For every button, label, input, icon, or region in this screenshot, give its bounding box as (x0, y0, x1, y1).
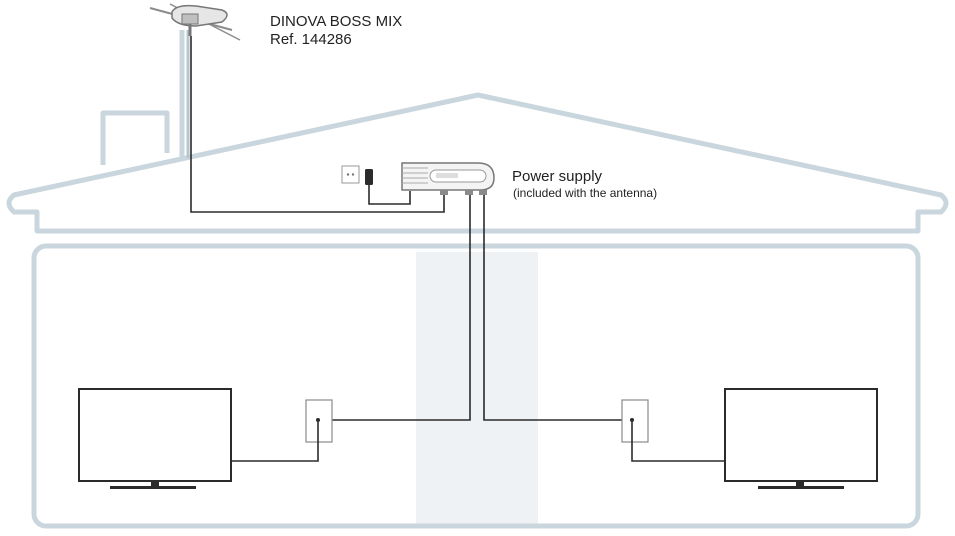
roof-outline (6, 92, 949, 234)
amplifier-unit-icon (401, 162, 495, 195)
power-adapter-icon (365, 169, 373, 185)
chimney (100, 110, 170, 165)
right-tv-outlet-icon (621, 399, 649, 443)
cable-to-left-outlet (318, 195, 471, 421)
interior-wall-column (416, 252, 538, 524)
power-supply-note-label: (included with the antenna) (513, 186, 658, 200)
cable-left-outlet-to-tv (231, 422, 319, 462)
left-tv-outlet-icon (305, 399, 333, 443)
cable-to-right-outlet (483, 195, 632, 421)
cable-right-outlet-to-tv (631, 422, 725, 462)
cable-antenna-to-amplifier (190, 36, 445, 213)
house-body-outline (31, 243, 921, 529)
power-socket-icon (341, 165, 360, 184)
product-name-label: DINOVA BOSS MIX (270, 13, 403, 30)
product-ref-label: Ref. 144286 (270, 31, 352, 48)
left-tv-icon (78, 388, 232, 489)
antenna-mast (179, 30, 190, 158)
cable-power-supply (368, 185, 411, 205)
right-tv-icon (724, 388, 878, 489)
antenna-icon (149, 3, 241, 41)
power-supply-label: Power supply (512, 168, 603, 185)
